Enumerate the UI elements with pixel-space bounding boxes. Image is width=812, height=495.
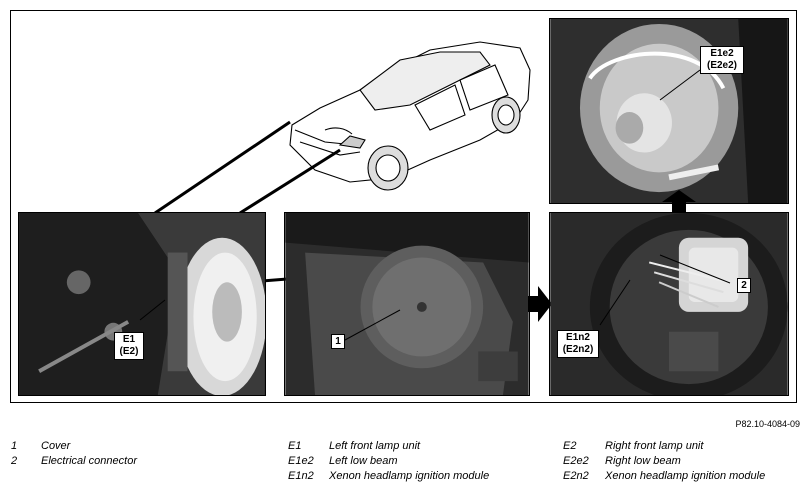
legend-col-1: 1 Cover 2 Electrical connector (11, 440, 211, 470)
arrow-right-icon (528, 286, 552, 322)
legend-item: E1n2 Xenon headlamp ignition module (288, 470, 490, 482)
legend-item: E2e2 Right low beam (563, 455, 681, 467)
legend-item: E2n2 Xenon headlamp ignition module (563, 470, 766, 482)
figure-reference: P82.10-4084-09 (735, 419, 800, 429)
legend-item: E1 Left front lamp unit (288, 440, 421, 452)
arrow-up-icon (662, 190, 696, 214)
legend-item: E1e2 Left low beam (288, 455, 398, 467)
legend-item: 2 Electrical connector (11, 455, 137, 467)
callout-e1: E1 (E2) (114, 332, 144, 360)
legend-col-3: E2 Right front lamp unit E2e2 Right low … (563, 440, 808, 485)
legend-col-2: E1 Left front lamp unit E1e2 Left low be… (288, 440, 538, 485)
callout-e1n2: E1n2 (E2n2) (557, 330, 599, 358)
photo-ignition-module (549, 212, 789, 396)
legend-item: 1 Cover (11, 440, 71, 452)
callout-1: 1 (331, 334, 345, 349)
car-illustration (289, 41, 531, 191)
photo-low-beam (549, 18, 789, 204)
legend-item: E2 Right front lamp unit (563, 440, 704, 452)
photo-cover (284, 212, 530, 396)
callout-2: 2 (737, 278, 751, 293)
callout-e1e2: E1e2 (E2e2) (700, 46, 744, 74)
